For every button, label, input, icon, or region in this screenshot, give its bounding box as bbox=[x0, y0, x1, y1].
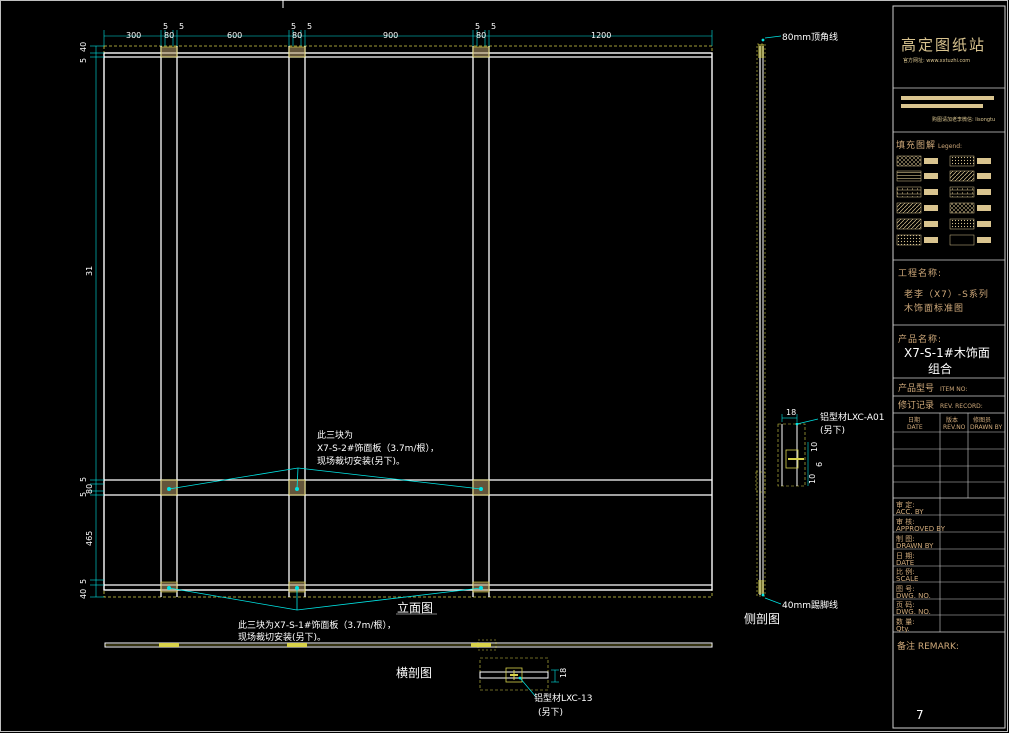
sign-row-drawn: 制 图: bbox=[896, 534, 915, 543]
remark-label: 备注 REMARK: bbox=[897, 640, 959, 652]
side-detail-dim-3: 10 bbox=[808, 474, 817, 484]
dim-top-11: 5 bbox=[491, 22, 496, 31]
rev-header-drawn-en: DRAWN BY bbox=[970, 424, 1002, 431]
side-detail-dim-0: 18 bbox=[786, 408, 796, 417]
sign-row-scale-en: SCALE bbox=[896, 575, 918, 583]
sign-row-approved-en: APPROVED BY bbox=[896, 525, 946, 533]
dim-top-2: 5 bbox=[163, 22, 168, 31]
site-name: 高定图纸站 bbox=[901, 36, 986, 54]
elevation-title: 立面图 bbox=[397, 600, 433, 615]
sign-row-date-en: DATE bbox=[896, 559, 914, 567]
dim-left-4: 80 bbox=[85, 484, 94, 494]
side-detail-dim-2: 6 bbox=[815, 462, 824, 467]
lower-panel-note: 此三块为X7-S-1#饰面板（3.7m/根）， 现场裁切安装(另下)。 bbox=[238, 619, 396, 643]
side-detail-label-2: (另下) bbox=[820, 425, 845, 436]
upper-panel-note: 此三块为 X7-S-2#饰面板（3.7m/根）， 现场裁切安装(另下)。 bbox=[317, 429, 439, 467]
model-label-en: ITEM NO: bbox=[940, 386, 967, 393]
model-label: 产品型号 bbox=[898, 382, 934, 394]
cross-detail-label-2: (另下) bbox=[538, 707, 563, 718]
rev-header-date-en: DATE bbox=[907, 424, 923, 431]
dim-top-6: 5 bbox=[291, 22, 296, 31]
dim-left-0: 40 bbox=[79, 42, 88, 52]
sign-row-approved: 审 核: bbox=[896, 517, 915, 526]
sign-row-acc: 审 定: bbox=[896, 500, 915, 509]
dim-top-9: 80 bbox=[476, 31, 486, 40]
legend-title: 填充图解 bbox=[896, 139, 936, 151]
side-detail-dim-1: 10 bbox=[810, 442, 819, 452]
cross-detail-dim: 18 bbox=[559, 668, 568, 678]
side-top-label: 80mm顶角线 bbox=[782, 31, 838, 43]
product-label: 产品名称: bbox=[898, 333, 942, 345]
rev-header-ver-en: REV.NO bbox=[943, 424, 966, 431]
top-dimension-labels: 300 80 5 5 600 80 5 5 900 80 5 5 1200 bbox=[126, 22, 611, 40]
dim-left-5: 5 bbox=[79, 492, 88, 497]
product-name-line-2: 组合 bbox=[928, 361, 952, 376]
side-bottom-label: 40mm踢脚线 bbox=[782, 599, 838, 611]
lower-note-line-1: 此三块为X7-S-1#饰面板（3.7m/根）， bbox=[238, 619, 396, 631]
sign-row-page-en: DWG. NO. bbox=[896, 608, 931, 616]
cross-detail-label-1: 铝型材LXC-13 bbox=[534, 692, 593, 704]
top-dimension-chain bbox=[103, 30, 713, 46]
revision-label-en: REV. RECORD: bbox=[940, 403, 983, 410]
sign-row-acc-en: ACC. BY bbox=[896, 508, 924, 516]
page-number: 7 bbox=[916, 708, 924, 722]
sign-row-qty-en: Qty. bbox=[896, 625, 910, 633]
lower-note-line-2: 现场裁切安装(另下)。 bbox=[238, 631, 326, 643]
cross-section-view bbox=[104, 639, 713, 698]
sign-row-scale: 比 例: bbox=[896, 567, 915, 576]
product-name-line-1: X7-S-1#木饰面 bbox=[904, 346, 990, 360]
dim-left-2: 31 bbox=[85, 266, 94, 276]
dim-top-12: 1200 bbox=[591, 31, 611, 40]
dim-top-10: 5 bbox=[475, 22, 480, 31]
side-detail-label-1: 铝型材LXC-A01 bbox=[820, 411, 884, 423]
upper-note-line-3: 现场裁切安装(另下)。 bbox=[317, 455, 405, 467]
sign-row-page: 页 码: bbox=[896, 601, 915, 609]
dim-left-3: 5 bbox=[79, 477, 88, 482]
dim-top-3: 5 bbox=[179, 22, 184, 31]
elevation-view bbox=[103, 45, 713, 615]
sign-row-drawn-en: DRAWN BY bbox=[896, 542, 934, 550]
project-name-line-1: 老李（X7）-S系列 bbox=[904, 288, 989, 300]
sign-rows: 审 定: ACC. BY 审 核: APPROVED BY 制 图: DRAWN… bbox=[896, 500, 946, 633]
left-dimension-labels: 40 5 31 5 80 5 465 5 40 bbox=[79, 42, 94, 599]
dim-left-6: 465 bbox=[85, 531, 94, 546]
left-dimension-chain bbox=[90, 45, 104, 598]
rev-header-ver: 版本 bbox=[946, 416, 958, 424]
title-block bbox=[892, 5, 1006, 729]
dim-top-8: 900 bbox=[383, 31, 398, 40]
project-name-line-2: 木饰面标准图 bbox=[904, 302, 964, 314]
dim-top-4: 600 bbox=[227, 31, 242, 40]
dim-left-7: 5 bbox=[79, 579, 88, 584]
dim-top-1: 80 bbox=[164, 31, 174, 40]
rev-header-drawn: 修图员 bbox=[973, 416, 991, 424]
dim-top-7: 5 bbox=[307, 22, 312, 31]
rev-header-date: 日期 bbox=[908, 416, 920, 424]
sign-row-dwg-en: DWG. NO. bbox=[896, 592, 931, 600]
site-url: 官方网址: www.xxtuzhi.com bbox=[903, 57, 970, 64]
side-section-view bbox=[755, 35, 819, 605]
legend-title-en: Legend: bbox=[938, 143, 962, 150]
dim-top-5: 80 bbox=[292, 31, 302, 40]
upper-note-line-1: 此三块为 bbox=[317, 429, 353, 441]
contact-line: 购图请加老李微信: lisongtu bbox=[932, 116, 995, 123]
dim-top-0: 300 bbox=[126, 31, 141, 40]
side-section-title: 侧剖图 bbox=[744, 612, 780, 626]
cross-section-title: 横剖图 bbox=[396, 666, 432, 680]
dim-left-1: 5 bbox=[79, 58, 88, 63]
dim-left-8: 40 bbox=[79, 589, 88, 599]
hatch-legend-grid bbox=[896, 155, 991, 246]
upper-note-line-2: X7-S-2#饰面板（3.7m/根）， bbox=[317, 442, 439, 454]
sign-row-date: 日 期: bbox=[896, 552, 915, 560]
sign-row-dwg: 图 号: bbox=[896, 585, 915, 593]
sign-row-qty: 数 量: bbox=[896, 617, 915, 626]
revision-label: 修订记录 bbox=[898, 399, 934, 411]
project-label: 工程名称: bbox=[898, 267, 942, 279]
